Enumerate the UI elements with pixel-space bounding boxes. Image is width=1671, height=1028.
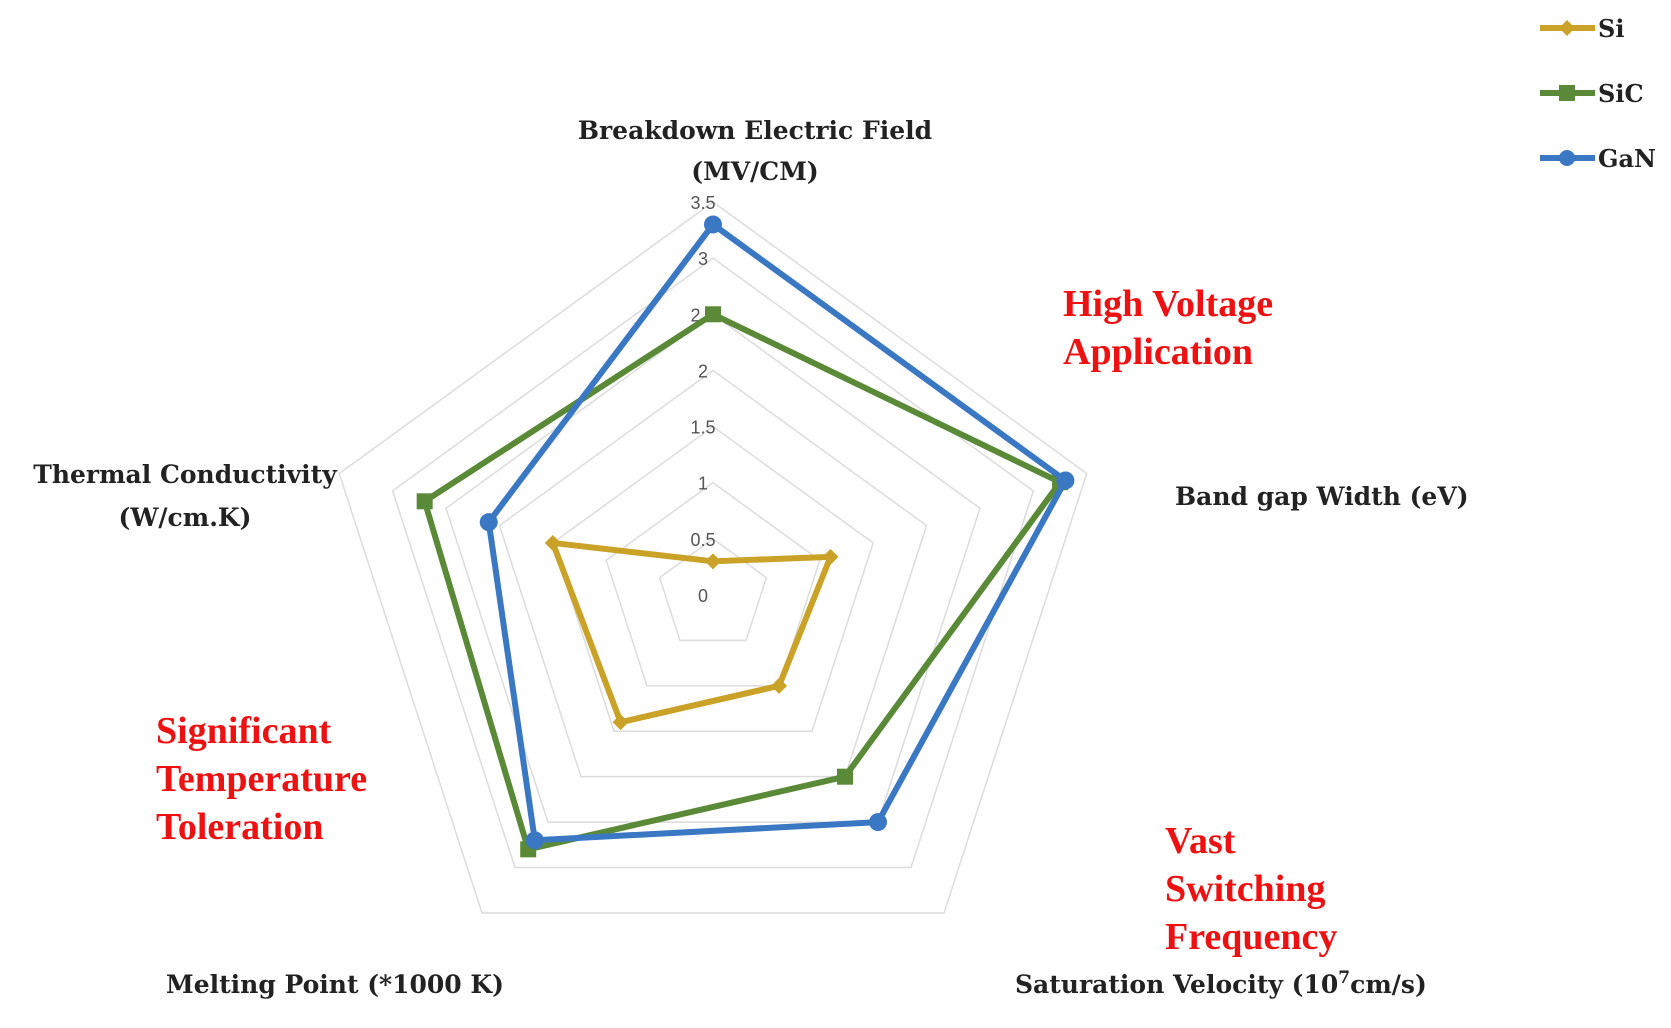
axis-label-saturation-exponent: 7 [1338,968,1350,988]
series-line-si [549,539,834,726]
tick-label: 3 [698,249,708,269]
axis-label-saturation: Saturation Velocity (107cm/s) [1015,968,1427,999]
legend-item-sic: SiC [1540,79,1644,108]
data-point-si [822,548,839,565]
tick-label: 0.5 [690,530,715,550]
axis-label-thermal-line2: (W/cm.K) [119,503,252,532]
radar-grid [338,201,1088,914]
legend-gan-label: GaN [1598,144,1656,173]
axis-label-saturation-base: Saturation Velocity (10 [1015,970,1338,999]
grid-ring [498,369,928,778]
axis-label-thermal-line1: Thermal Conductivity [33,460,338,489]
data-point-gan [868,813,887,832]
axis-label-breakdown-line1: Breakdown Electric Field [578,116,932,145]
annotation-high-voltage-line1: High Voltage [1063,283,1273,325]
data-point-gan [479,513,498,532]
data-point-sic [416,493,433,510]
legend-si-diamond-icon [1559,20,1575,36]
grid-ring [605,481,821,687]
grid-ring [445,313,981,823]
legend-gan-circle-icon [1559,150,1575,166]
grid-ring [338,201,1088,914]
annotation-significant-line2: Temperature [156,758,367,800]
legend-item-si: Si [1540,14,1624,43]
data-point-si [705,553,721,570]
axis-label-breakdown-line2: (MV/CM) [691,157,818,186]
legend-si-label: Si [1598,14,1624,43]
data-point-sic [836,768,853,785]
data-point-si [770,677,787,694]
data-point-sic [705,306,721,323]
legend: Si SiC GaN [1540,14,1656,173]
data-point-gan [525,831,544,850]
data-point-gan [704,215,722,234]
annotation-high-voltage-line2: Application [1063,331,1253,373]
tick-label: 2 [698,361,708,381]
axis-label-melting: Melting Point (*1000 K) [166,970,504,999]
annotation-significant-line1: Significant [156,710,332,752]
legend-sic-label: SiC [1598,79,1644,108]
legend-item-gan: GaN [1540,144,1656,173]
axis-label-bandgap: Band gap Width (eV) [1175,482,1469,511]
legend-sic-square-icon [1559,85,1575,101]
annotation-vast-line1: Vast [1165,820,1236,862]
grid-ring [391,257,1035,869]
tick-label: 0 [698,586,708,606]
data-point-si [612,714,629,731]
grid-ring [551,425,875,733]
tick-label: 1 [698,474,708,494]
data-point-gan [1056,471,1075,490]
tick-label: 1.5 [690,418,715,438]
radar-tick-labels: 00.511.522.533.5 [690,193,715,606]
grid-ring [658,537,768,642]
series-line-gan [485,221,1069,844]
annotation-vast-line3: Frequency [1165,916,1337,958]
series-line-sic [421,311,1064,853]
annotation-significant-line3: Toleration [156,806,324,848]
annotations: High Voltage Application Vast Switching … [156,283,1337,958]
data-point-si [544,534,561,551]
tick-label: 3.5 [690,193,715,213]
axis-label-saturation-tail: cm/s) [1350,970,1427,999]
annotation-vast-line2: Switching [1165,868,1325,910]
radar-series [416,215,1075,858]
